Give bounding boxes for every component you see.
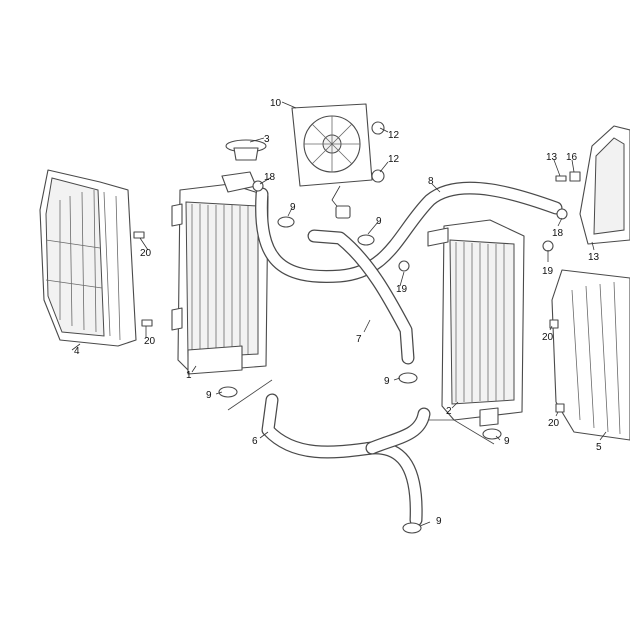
bolt-20-right-upper bbox=[549, 319, 559, 329]
callout-2: 2 bbox=[446, 406, 452, 417]
fastener-19-right bbox=[542, 240, 554, 252]
callout-3: 3 bbox=[264, 134, 270, 145]
hose-clamp-3 bbox=[218, 386, 238, 398]
callout-6: 6 bbox=[252, 436, 258, 447]
fastener-17 bbox=[569, 171, 581, 182]
hose-clamp-4 bbox=[398, 372, 418, 384]
callout-9-d: 9 bbox=[384, 376, 390, 387]
callout-17: 16 bbox=[566, 152, 578, 163]
callout-18-left: 18 bbox=[264, 172, 276, 183]
left-radiator-shroud bbox=[39, 169, 137, 347]
radiator-cap bbox=[225, 139, 267, 161]
callout-16: 13 bbox=[546, 152, 558, 163]
callout-10: 10 bbox=[270, 98, 282, 109]
leader-lines bbox=[71, 101, 607, 527]
callout-9-e: 9 bbox=[504, 436, 510, 447]
grommet-upper bbox=[371, 121, 385, 135]
callout-12-upper: 12 bbox=[388, 130, 400, 141]
bolt-16 bbox=[555, 175, 567, 182]
right-radiator bbox=[427, 219, 525, 427]
hose-clamp-2 bbox=[357, 234, 375, 246]
callout-9-f: 9 bbox=[436, 516, 442, 527]
hose-clamp-6 bbox=[402, 522, 422, 534]
bolt-20-right-lower bbox=[555, 403, 565, 413]
callout-20-b: 20 bbox=[144, 336, 156, 347]
callout-12-lower: 12 bbox=[388, 154, 400, 165]
callout-7: 7 bbox=[356, 334, 362, 345]
callout-13: 13 bbox=[588, 252, 600, 263]
callout-20-c: 20 bbox=[542, 332, 554, 343]
left-radiator bbox=[171, 171, 269, 375]
callout-18-right: 18 bbox=[552, 228, 564, 239]
callout-9-c: 9 bbox=[206, 390, 212, 401]
cooling-fan bbox=[291, 103, 373, 219]
lower-y-hose bbox=[261, 393, 431, 527]
hose-clamp-1 bbox=[277, 216, 295, 228]
bolt-20-upper-left bbox=[133, 231, 145, 239]
callout-19-a: 19 bbox=[396, 284, 408, 295]
callout-19-b: 19 bbox=[542, 266, 554, 277]
fastener-19-center bbox=[398, 260, 410, 272]
grommet-lower bbox=[371, 169, 385, 183]
right-radiator-shroud bbox=[551, 269, 630, 441]
callout-4: 4 bbox=[74, 346, 80, 357]
fastener-18-right bbox=[556, 208, 568, 220]
fastener-18-left bbox=[252, 180, 264, 192]
callout-8: 8 bbox=[428, 176, 434, 187]
overflow-hose bbox=[255, 181, 563, 283]
callout-9-a: 9 bbox=[290, 202, 296, 213]
callout-20-d: 20 bbox=[548, 418, 560, 429]
bolt-20-lower-left bbox=[141, 319, 153, 327]
upper-radiator-hose bbox=[307, 229, 415, 365]
callout-9-b: 9 bbox=[376, 216, 382, 227]
callout-5: 5 bbox=[596, 442, 602, 453]
callout-1: 1 bbox=[186, 370, 192, 381]
callout-20-a: 20 bbox=[140, 248, 152, 259]
right-bracket bbox=[579, 125, 630, 245]
hose-clamp-5 bbox=[482, 428, 502, 440]
